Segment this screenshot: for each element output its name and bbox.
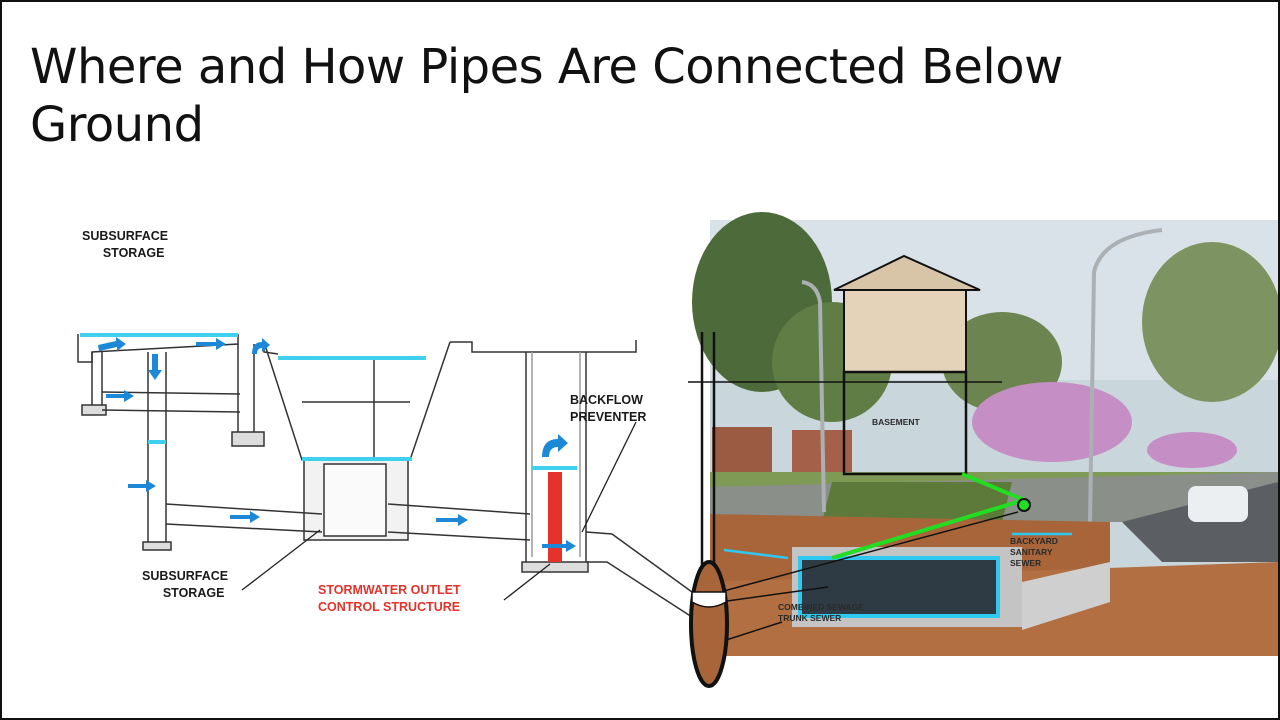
flow-arrow-icon — [542, 434, 568, 457]
label-stormwater-outlet-control: STORMWATER OUTLET CONTROL STRUCTURE — [318, 583, 461, 614]
label-basement: BASEMENT — [872, 417, 920, 427]
lower-pipe — [165, 503, 323, 533]
left-riser — [147, 352, 167, 542]
outlet-pipe — [585, 531, 693, 618]
label-subsurface-storage-top: SUBSURFACE STORAGE — [82, 229, 169, 260]
flow-arrows — [98, 337, 576, 552]
flow-arrow-icon — [148, 354, 162, 380]
car — [1188, 486, 1248, 522]
flow-arrow-icon — [252, 338, 270, 354]
outlet-riser-red — [548, 472, 562, 562]
flow-arrow-icon — [436, 514, 468, 526]
vertical-riser-cutaway — [689, 332, 729, 688]
label-combined-sewage-trunk: COMBINED SEWAGE TRUNK SEWER — [778, 602, 864, 623]
cleanout-icon — [1017, 498, 1031, 512]
label-subsurface-storage-bottom: SUBSURFACE STORAGE — [142, 569, 229, 600]
trunk-sewer — [798, 556, 1000, 618]
control-structure — [525, 352, 587, 562]
flow-arrow-icon — [106, 390, 134, 402]
leader-line-backflow — [581, 421, 637, 533]
label-backflow-preventer: BACKFLOW PREVENTER — [570, 393, 647, 424]
flow-arrow-icon — [128, 480, 156, 492]
lamp-post — [1088, 228, 1163, 523]
flow-arrow-icon — [230, 511, 260, 523]
leader-line-storage — [241, 529, 321, 591]
flow-arrow-icon — [542, 540, 576, 552]
basement-box — [842, 370, 968, 476]
street-illustration — [688, 212, 1278, 656]
flow-arrow-icon — [98, 337, 126, 351]
house-upper — [843, 289, 967, 373]
label-backyard-sanitary-sewer: BACKYARD SANITARY SEWER — [1010, 536, 1058, 568]
flow-arrow-icon — [196, 338, 226, 350]
slide-title: Where and How Pipes Are Connected Below … — [30, 39, 1063, 153]
leader-line-outlet — [503, 563, 551, 601]
